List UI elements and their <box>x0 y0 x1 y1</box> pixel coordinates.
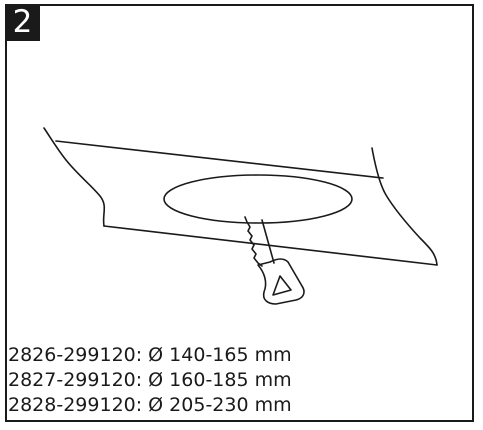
spec-line: 2826-299120: Ø 140-165 mm <box>8 344 292 366</box>
spec-line: 2827-299120: Ø 160-185 mm <box>8 369 292 391</box>
saw-blade-back <box>261 219 275 264</box>
saw-handle-grip <box>272 275 292 296</box>
instruction-panel <box>5 4 474 422</box>
model-diameter-list: 2826-299120: Ø 140-165 mm 2827-299120: Ø… <box>8 343 292 418</box>
panel-top-edge <box>55 140 384 179</box>
saw-blade <box>244 216 263 267</box>
spec-line: 2828-299120: Ø 205-230 mm <box>8 394 292 416</box>
panel-bottom-edge <box>103 225 438 266</box>
panel-right-edge <box>371 147 438 266</box>
step-number-badge: 2 <box>5 4 40 41</box>
panel-left-edge <box>43 127 106 227</box>
saw-handle <box>257 258 305 305</box>
hole-opening <box>163 174 353 224</box>
